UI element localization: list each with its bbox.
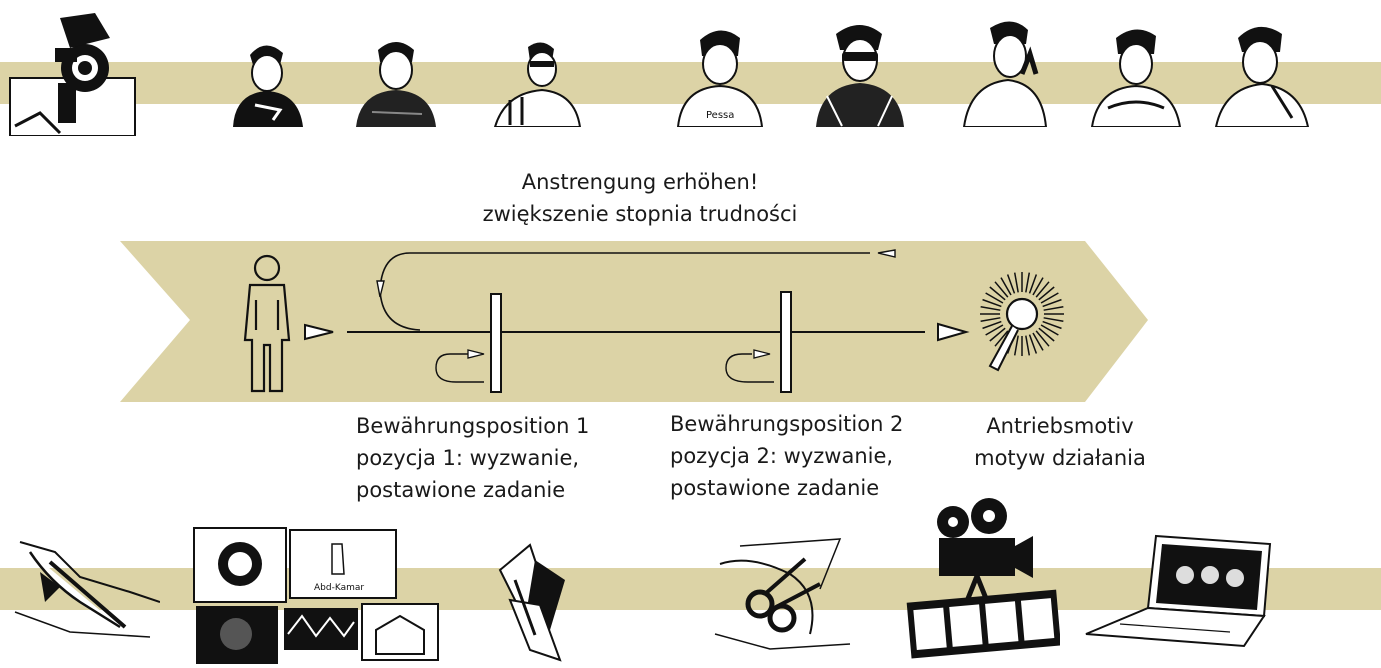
loop-arrow-side-icon bbox=[376, 280, 385, 298]
sun-ray bbox=[982, 298, 1002, 308]
sun-ray bbox=[1006, 274, 1016, 294]
sun-ray bbox=[1013, 335, 1019, 356]
sun-ray bbox=[1000, 277, 1012, 296]
sun-ray bbox=[1025, 272, 1031, 293]
retry-loop-1 bbox=[435, 353, 484, 383]
film-camera-icon bbox=[906, 498, 1060, 659]
retry-arrow-1-icon bbox=[467, 349, 485, 359]
sun-ray bbox=[1032, 332, 1044, 351]
sun-ray bbox=[1035, 330, 1050, 347]
sun-ray bbox=[989, 327, 1006, 342]
portrait-5 bbox=[816, 25, 904, 127]
sun-ray bbox=[1028, 334, 1038, 354]
retry-loop-2 bbox=[725, 353, 774, 383]
arrow-start-icon bbox=[304, 323, 334, 341]
sun-ray bbox=[1043, 317, 1064, 323]
svg-text:Abd-Kamar: Abd-Kamar bbox=[314, 583, 364, 593]
photographer-image bbox=[9, 13, 136, 136]
position-1-line-2: pozycja 1: wyzwanie, bbox=[356, 446, 580, 470]
motive-caption: Antriebsmotiv motyw działania bbox=[960, 410, 1160, 474]
portrait-6 bbox=[962, 21, 1048, 127]
sun-ray bbox=[980, 305, 1001, 311]
laptop-icon bbox=[1085, 534, 1272, 648]
portrait-7 bbox=[1090, 29, 1182, 127]
sun-ray bbox=[989, 286, 1006, 301]
sun-ray bbox=[1042, 320, 1062, 330]
scissors-image bbox=[714, 538, 851, 650]
position-2-line-1: Bewährungsposition 2 bbox=[670, 412, 904, 436]
sun-ray bbox=[1032, 277, 1044, 296]
position-2-line-2: pozycja 2: wyzwanie, bbox=[670, 444, 894, 468]
sun-ray bbox=[1042, 298, 1062, 308]
barrier-2 bbox=[780, 291, 792, 393]
drawing-hand-image bbox=[14, 541, 160, 638]
sun-ray bbox=[1038, 286, 1055, 301]
sun-ray bbox=[1025, 335, 1031, 356]
heading-line-1: Anstrengung erhöhen! bbox=[521, 170, 759, 194]
arrow-end-icon bbox=[937, 322, 970, 342]
sun-ray bbox=[982, 320, 1002, 330]
sun-ray bbox=[1040, 324, 1059, 336]
loop-arrow-top-icon bbox=[877, 249, 896, 258]
svg-text:Pessa: Pessa bbox=[706, 110, 734, 121]
sun-ray bbox=[1013, 272, 1019, 293]
sun-ray bbox=[994, 281, 1009, 298]
chevron-arrow-band bbox=[120, 241, 1148, 402]
portrait-1 bbox=[233, 45, 303, 127]
retry-arrow-2-icon bbox=[753, 349, 771, 359]
paper-cutouts-image bbox=[498, 543, 565, 662]
position-2-caption: Bewährungsposition 2 pozycja 2: wyzwanie… bbox=[670, 408, 903, 504]
position-2-line-3: postawione zadanie bbox=[670, 476, 880, 500]
goal-icon bbox=[980, 272, 1064, 372]
portrait-3 bbox=[493, 42, 582, 127]
heading: Anstrengung erhöhen! zwiększenie stopnia… bbox=[440, 166, 840, 230]
heading-line-2: zwiększenie stopnia trudności bbox=[482, 202, 798, 226]
sun-ray bbox=[994, 330, 1009, 347]
position-1-line-3: postawione zadanie bbox=[356, 478, 566, 502]
artwork-collage-image: Abd-Kamar bbox=[193, 527, 439, 664]
portrait-8 bbox=[1214, 26, 1310, 127]
sun-ray bbox=[985, 324, 1004, 336]
person-icon bbox=[243, 254, 291, 393]
sun-ray bbox=[1043, 305, 1064, 311]
sun-ray bbox=[985, 292, 1004, 304]
portrait-4: Pessa bbox=[676, 30, 764, 127]
sun-ray bbox=[980, 317, 1001, 323]
sun-ray bbox=[1040, 292, 1059, 304]
position-1-caption: Bewährungsposition 1 pozycja 1: wyzwanie… bbox=[356, 410, 589, 506]
sun-ray bbox=[1035, 281, 1050, 298]
barrier-1 bbox=[490, 293, 502, 393]
portrait-2 bbox=[356, 42, 436, 127]
sun-ray bbox=[1028, 274, 1038, 294]
position-1-line-1: Bewährungsposition 1 bbox=[356, 414, 590, 438]
motive-line-1: Antriebsmotiv bbox=[986, 414, 1134, 438]
motive-line-2: motyw działania bbox=[974, 446, 1146, 470]
sun-ray bbox=[1038, 327, 1055, 342]
